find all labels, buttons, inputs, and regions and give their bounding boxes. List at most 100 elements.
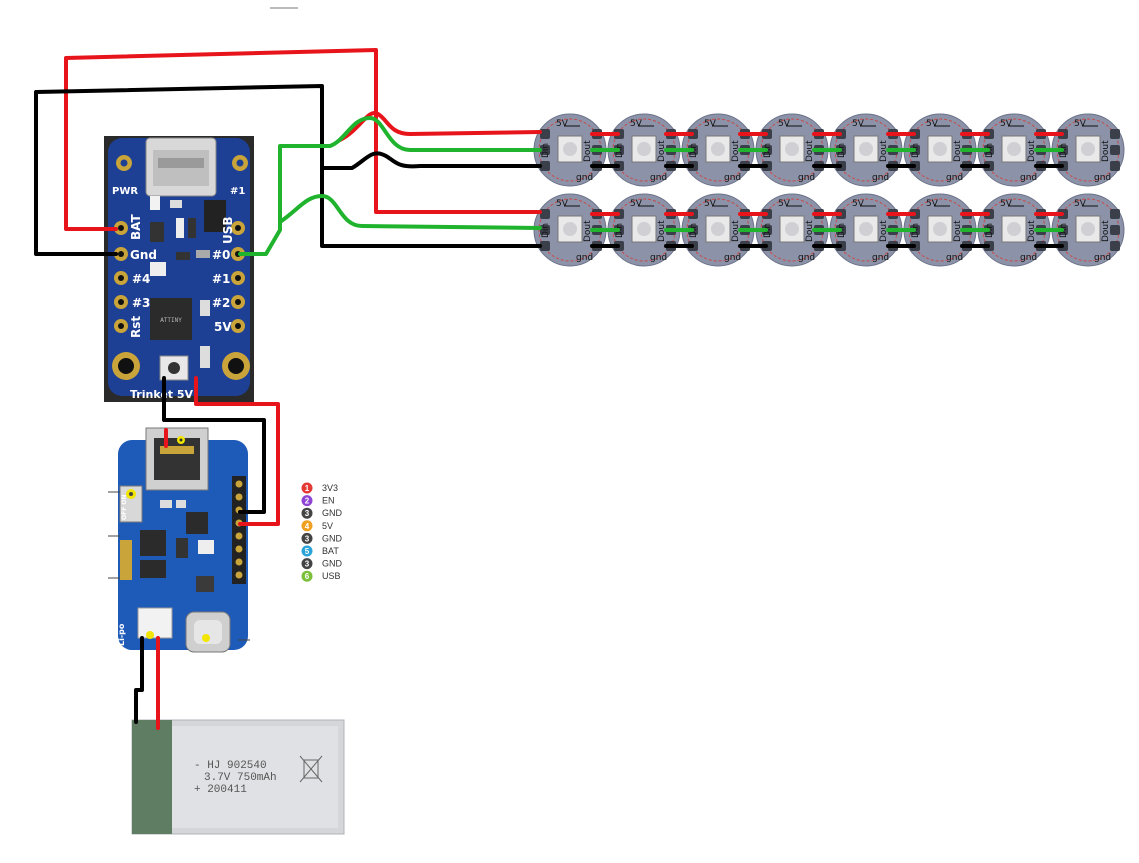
led-5v-label: 5V (556, 199, 569, 209)
led-dout-label: Dout (953, 140, 963, 162)
led-dout-label: Dout (657, 220, 667, 242)
led-5v-label: 5V (1074, 199, 1087, 209)
led-gnd-label: gnd (650, 173, 667, 183)
legend-label: USB (322, 571, 341, 581)
label-num4: #4 (132, 272, 150, 286)
power-switch (119, 485, 143, 523)
legend-number: 3 (305, 560, 310, 569)
legend-marker (301, 495, 313, 507)
led-din-label: Din (689, 223, 699, 238)
led-din-label: Din (615, 143, 625, 158)
legend-number: 4 (305, 522, 310, 531)
led-din-label: Din (1059, 143, 1069, 158)
led-gnd-label: gnd (872, 253, 889, 263)
led-dout-label: Dout (583, 220, 593, 242)
led-din-label: Din (911, 223, 921, 238)
led-chip (1001, 215, 1027, 243)
trinket-board: ATTINY PWR #1 BAT Gnd USB #0 #4 #1 #3 #2… (104, 136, 254, 402)
wires (34, 48, 542, 730)
led-gnd-label: gnd (650, 253, 667, 263)
legend-item: 2 EN (301, 495, 335, 507)
lipo-label: Li-po (117, 623, 126, 646)
led-5v-label: 5V (926, 199, 939, 209)
wire-green-data (238, 116, 542, 256)
led-gnd-label: gnd (946, 173, 963, 183)
strip-wires (590, 132, 1064, 168)
microcontroller-chip (150, 298, 192, 340)
led-5v-label: 5V (630, 119, 643, 129)
led-gnd-label: gnd (576, 253, 593, 263)
legend-marker (301, 570, 313, 582)
led-gnd-label: gnd (1094, 253, 1111, 263)
led-5v-label: 5V (1074, 119, 1087, 129)
led-gnd-label: gnd (1094, 173, 1111, 183)
legend-marker (301, 520, 313, 532)
led-gnd-label: gnd (1020, 173, 1037, 183)
legend-marker (301, 507, 313, 519)
header-pins (232, 476, 246, 584)
legend-number: 2 (305, 497, 310, 506)
led-gnd-label: gnd (724, 173, 741, 183)
led-din-label: Din (763, 223, 773, 238)
wire-red-trinket-charger (194, 376, 280, 526)
chip-marking: ATTINY (160, 317, 182, 324)
led-5v-label: 5V (778, 119, 791, 129)
recycle-bin-icon (299, 755, 323, 783)
led-pixel: 5V gnd Din Dout (533, 113, 607, 187)
led-din-label: Din (1059, 223, 1069, 238)
wire-black-gnd-to-strip (34, 84, 542, 256)
led-din-label: Din (763, 143, 773, 158)
switch-label: OFF ON (121, 494, 128, 520)
led-gnd-label: gnd (576, 173, 593, 183)
wire-black-battery (134, 636, 144, 724)
battery-line3: + 200411 (194, 784, 247, 796)
led-5v-label: 5V (1000, 199, 1013, 209)
led-dout-label: Dout (731, 140, 741, 162)
led-gnd-label: gnd (1020, 253, 1037, 263)
legend-label: EN (322, 496, 335, 506)
legend-marker (301, 545, 313, 557)
led-dout-label: Dout (805, 140, 815, 162)
led-dout-label: Dout (583, 140, 593, 162)
led-din-label: Din (541, 223, 551, 238)
wire-green-data-2 (278, 194, 542, 230)
legend-marker (301, 558, 313, 570)
lipo-battery: - HJ 902540 3.7V 750mAh + 200411 (131, 719, 345, 835)
wire-black-strip1 (320, 151, 542, 170)
legend-label: 3V3 (322, 483, 338, 493)
led-dout-label: Dout (1027, 140, 1037, 162)
led-din-label: Din (911, 143, 921, 158)
led-dout-label: Dout (657, 140, 667, 162)
label-num0: #0 (212, 248, 230, 262)
led-5v-label: 5V (556, 119, 569, 129)
legend-number: 3 (305, 509, 310, 518)
led-chip (705, 135, 731, 163)
lipo-connector (137, 607, 173, 639)
led-5v-label: 5V (704, 199, 717, 209)
led-5v-label: 5V (704, 119, 717, 129)
led-din-label: Din (541, 143, 551, 158)
charger-board: OFF ON Li-po (108, 427, 250, 653)
led-dout-label: Dout (953, 220, 963, 242)
led-5v-label: 5V (852, 119, 865, 129)
led-gnd-label: gnd (798, 253, 815, 263)
battery-line1: - HJ 902540 (194, 760, 267, 772)
wire-red-bat-to-strip (64, 48, 542, 231)
led-5v-label: 5V (852, 199, 865, 209)
led-dout-label: Dout (805, 220, 815, 242)
led-chip (927, 135, 953, 163)
battery-line2: 3.7V 750mAh (204, 772, 277, 784)
legend-label: GND (322, 533, 343, 543)
